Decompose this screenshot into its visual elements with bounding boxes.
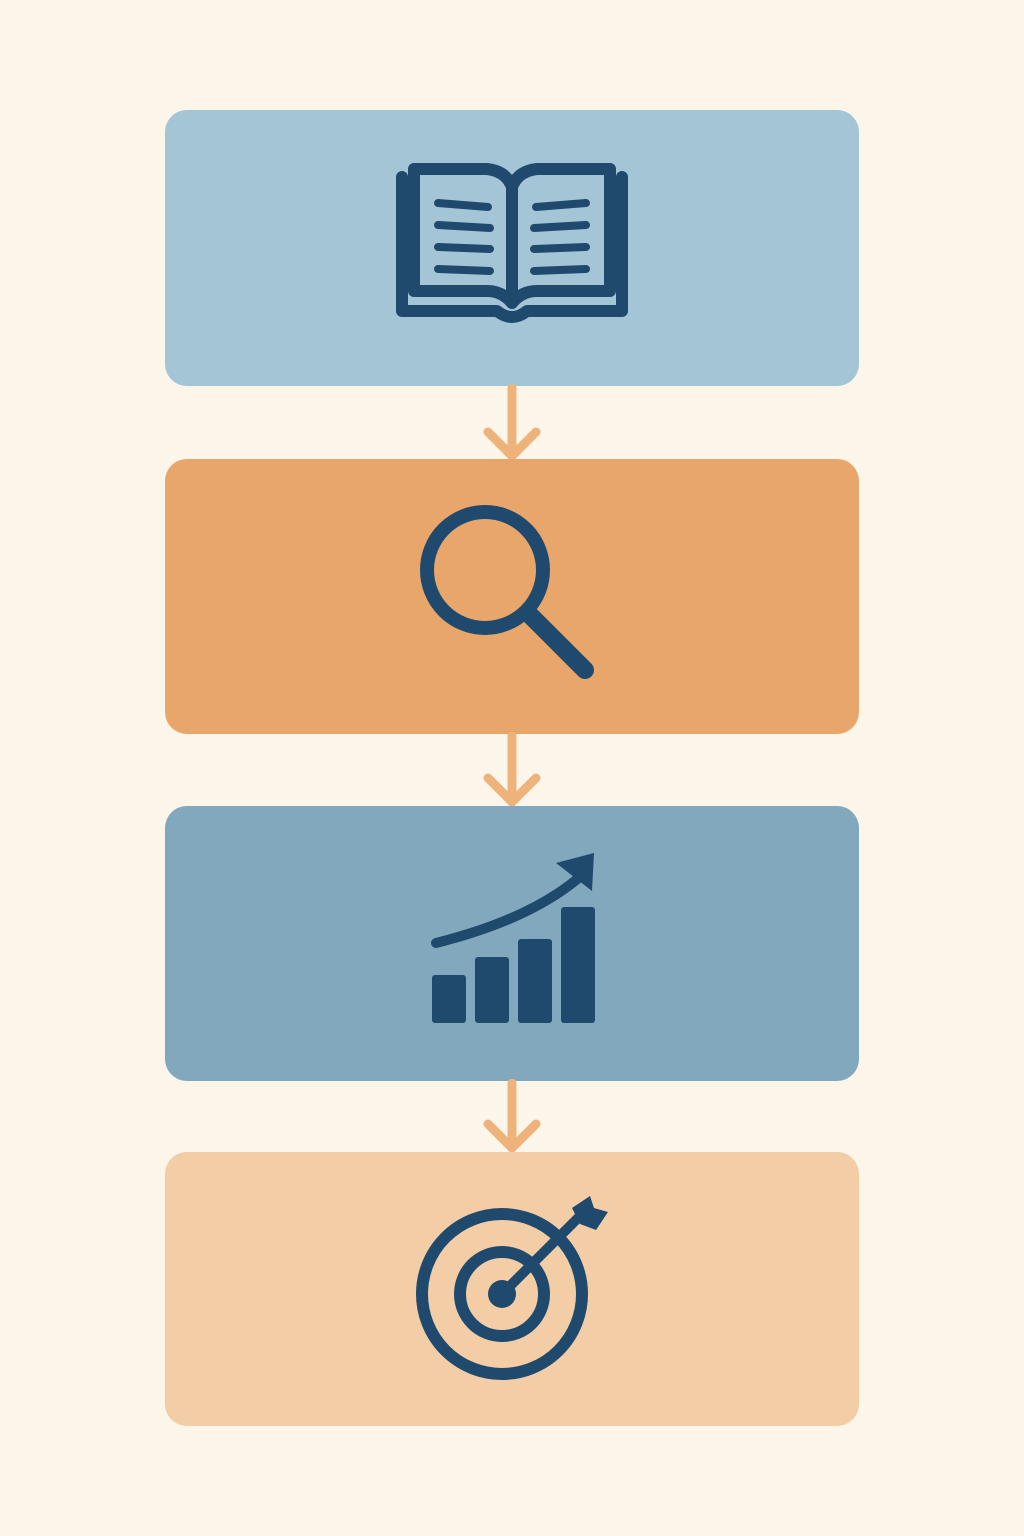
step-card-1 (165, 110, 859, 386)
step-card-3 (165, 806, 859, 1081)
target-arrow-icon (412, 1194, 612, 1384)
magnifying-glass-icon (417, 502, 607, 692)
arrow-down-icon (482, 732, 542, 808)
arrow-down-icon (482, 384, 542, 462)
growth-bar-chart-icon (422, 849, 602, 1039)
arrow-down-icon (482, 1079, 542, 1154)
open-book-icon (392, 163, 632, 333)
step-card-4 (165, 1152, 859, 1426)
step-card-2 (165, 459, 859, 734)
